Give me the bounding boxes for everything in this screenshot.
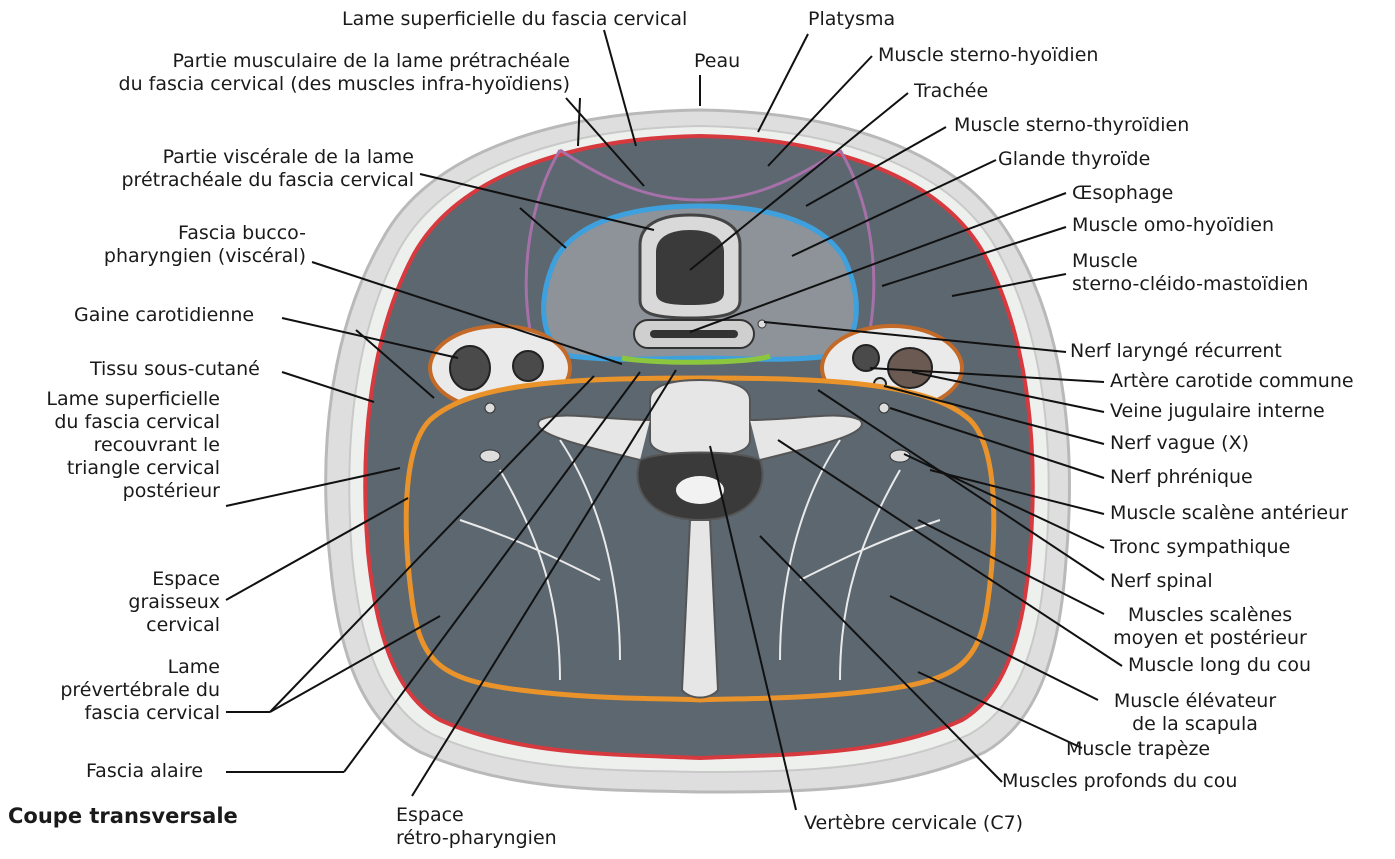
- vertebral-body: [650, 380, 750, 456]
- label-trapeze: Muscle trapèze: [1066, 738, 1210, 761]
- label-sterno-thyroidien: Muscle sterno-thyroïdien: [954, 114, 1189, 137]
- label-oesophage: Œsophage: [1072, 182, 1173, 205]
- label-nerf-spinal: Nerf spinal: [1110, 570, 1213, 593]
- jugular-vein-left: [450, 346, 490, 390]
- phrenic-nerve-left: [485, 403, 495, 413]
- label-peau: Peau: [694, 50, 740, 73]
- label-long-du-cou: Muscle long du cou: [1128, 654, 1311, 677]
- label-fascia-alaire: Fascia alaire: [86, 760, 203, 783]
- label-platysma: Platysma: [808, 8, 895, 31]
- carotid-artery-right: [853, 345, 879, 371]
- label-sterno-hyoidien: Muscle sterno-hyoïdien: [878, 44, 1098, 67]
- label-jugulaire: Veine jugulaire interne: [1110, 400, 1325, 423]
- label-nerf-phrenique: Nerf phrénique: [1110, 466, 1253, 489]
- label-scalene-anterieur: Muscle scalène antérieur: [1110, 502, 1348, 525]
- label-omo-hyoidien: Muscle omo-hyoïdien: [1072, 214, 1274, 237]
- sympathetic-trunk-left: [480, 450, 500, 462]
- label-trachee: Trachée: [914, 80, 988, 103]
- label-partie-musculaire: Partie musculaire de la lame prétrachéal…: [70, 50, 570, 96]
- label-tronc-sympathique: Tronc sympathique: [1110, 536, 1290, 559]
- figure-caption: Coupe transversale: [8, 804, 238, 828]
- label-vertebre: Vertèbre cervicale (C7): [804, 812, 1023, 835]
- phrenic-nerve-right: [879, 403, 889, 413]
- spinal-cord: [676, 476, 724, 504]
- label-glande-thyroide: Glande thyroïde: [998, 148, 1150, 171]
- label-nerf-vague: Nerf vague (X): [1110, 432, 1249, 455]
- carotid-artery-left: [513, 351, 543, 381]
- trachea-lumen: [656, 230, 724, 305]
- label-gaine-carotidienne: Gaine carotidienne: [74, 304, 254, 327]
- label-nerf-larynge: Nerf laryngé récurrent: [1070, 340, 1282, 363]
- label-tissu-sous-cutane: Tissu sous-cutané: [90, 358, 260, 381]
- label-lame-superficielle: Lame superficielle du fascia cervical: [342, 8, 687, 31]
- label-carotide: Artère carotide commune: [1110, 370, 1354, 393]
- label-fascia-bucco: Fascia bucco-pharyngien (viscéral): [60, 222, 306, 268]
- jugular-vein-right: [888, 348, 932, 388]
- label-profonds: Muscles profonds du cou: [1002, 770, 1237, 793]
